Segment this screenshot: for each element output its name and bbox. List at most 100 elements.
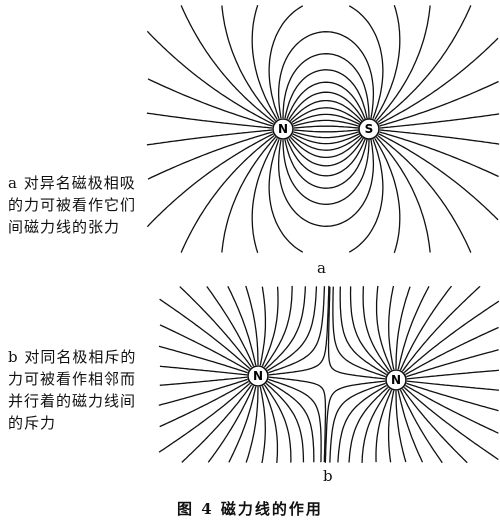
field-line bbox=[406, 349, 499, 378]
field-line bbox=[158, 382, 251, 453]
field-line bbox=[146, 133, 274, 228]
field-line bbox=[268, 286, 326, 374]
field-line bbox=[159, 380, 249, 428]
field-line bbox=[401, 285, 481, 372]
field-line bbox=[221, 5, 277, 122]
field-line bbox=[259, 386, 266, 464]
field-line bbox=[375, 5, 431, 122]
caption-b-line: 并行着的磁力线间 bbox=[8, 392, 137, 410]
field-line bbox=[399, 285, 453, 371]
field-line bbox=[259, 286, 267, 366]
field-line bbox=[286, 81, 367, 121]
pole-a-south-label: S bbox=[365, 122, 374, 136]
field-line bbox=[339, 286, 387, 376]
field-line bbox=[158, 378, 248, 406]
field-line bbox=[292, 113, 361, 126]
field-line bbox=[362, 286, 391, 372]
field-line bbox=[147, 78, 273, 127]
panel-label-a: a bbox=[317, 259, 326, 277]
field-line bbox=[288, 91, 365, 122]
field-line bbox=[146, 30, 274, 125]
field-line bbox=[395, 391, 407, 463]
field-line bbox=[207, 385, 255, 463]
caption-b: b 对同名极相斥的 力可被看作相邻而 并行着的磁力线间 的斥力 bbox=[8, 346, 136, 434]
field-line bbox=[159, 365, 248, 376]
field-line bbox=[159, 298, 251, 370]
field-line bbox=[251, 138, 278, 253]
field-line bbox=[147, 131, 273, 180]
field-line bbox=[378, 37, 499, 125]
pole-a-north: N bbox=[272, 118, 294, 140]
field-line bbox=[181, 384, 253, 463]
field-line bbox=[261, 385, 279, 463]
field-line bbox=[206, 286, 255, 367]
caption-b-line: 的斥力 bbox=[8, 414, 57, 432]
field-line bbox=[403, 386, 499, 461]
field-line bbox=[261, 286, 279, 367]
field-line bbox=[277, 31, 375, 121]
field-line bbox=[277, 137, 375, 227]
caption-a-line: 间磁力线的张力 bbox=[8, 218, 121, 236]
field-line bbox=[403, 300, 500, 374]
field-line bbox=[374, 138, 401, 253]
field-line bbox=[379, 131, 499, 178]
field-line bbox=[348, 139, 384, 253]
field-line bbox=[291, 134, 362, 151]
field-line bbox=[293, 129, 360, 133]
panel-label-b: b bbox=[323, 467, 333, 485]
field-line bbox=[379, 113, 500, 129]
field-line bbox=[406, 382, 499, 412]
field-line bbox=[349, 286, 389, 374]
field-line bbox=[146, 112, 273, 129]
field-line bbox=[375, 285, 393, 371]
field-line bbox=[348, 5, 384, 119]
field-line bbox=[267, 286, 318, 372]
field-line bbox=[159, 324, 249, 372]
field-line bbox=[377, 5, 472, 123]
field-line bbox=[293, 119, 360, 127]
field-line bbox=[268, 378, 322, 463]
field-line bbox=[378, 133, 499, 221]
field-line bbox=[227, 285, 257, 366]
field-line bbox=[289, 135, 364, 159]
field-line bbox=[221, 136, 277, 253]
caption-b-line: b 对同名极相斥的 bbox=[8, 348, 137, 366]
field-line bbox=[406, 380, 499, 391]
field-line bbox=[379, 129, 500, 145]
caption-b-line: 力可被看作相邻而 bbox=[8, 370, 137, 388]
field-line bbox=[377, 135, 472, 253]
caption-a-line: a 对异名磁极相吸 bbox=[8, 174, 136, 192]
field-line bbox=[401, 388, 468, 464]
field-line bbox=[348, 386, 389, 463]
field-line bbox=[263, 285, 293, 368]
field-line bbox=[288, 136, 365, 167]
field-line bbox=[379, 80, 499, 127]
field-line bbox=[286, 137, 367, 177]
pole-b-left-north: N bbox=[247, 365, 269, 387]
field-line bbox=[332, 286, 386, 378]
field-line bbox=[399, 389, 443, 464]
field-line bbox=[405, 384, 499, 434]
field-line bbox=[329, 382, 386, 463]
field-line bbox=[268, 139, 304, 253]
field-line bbox=[291, 107, 362, 124]
field-lines-opposite-poles bbox=[146, 5, 500, 253]
field-line bbox=[387, 390, 395, 463]
pole-b-left-north-label: N bbox=[253, 369, 263, 383]
field-line bbox=[375, 136, 431, 253]
field-line bbox=[282, 53, 370, 120]
field-line bbox=[375, 389, 393, 463]
field-line bbox=[361, 388, 391, 463]
field-line bbox=[179, 286, 253, 368]
field-line bbox=[180, 5, 275, 123]
field-line bbox=[245, 387, 259, 463]
field-line bbox=[397, 285, 430, 370]
field-line bbox=[268, 5, 304, 119]
field-line bbox=[284, 69, 368, 120]
field-line bbox=[289, 99, 364, 123]
pole-a-south: S bbox=[358, 118, 380, 140]
field-line bbox=[159, 376, 248, 386]
field-line bbox=[395, 286, 411, 369]
field-line bbox=[268, 376, 327, 463]
